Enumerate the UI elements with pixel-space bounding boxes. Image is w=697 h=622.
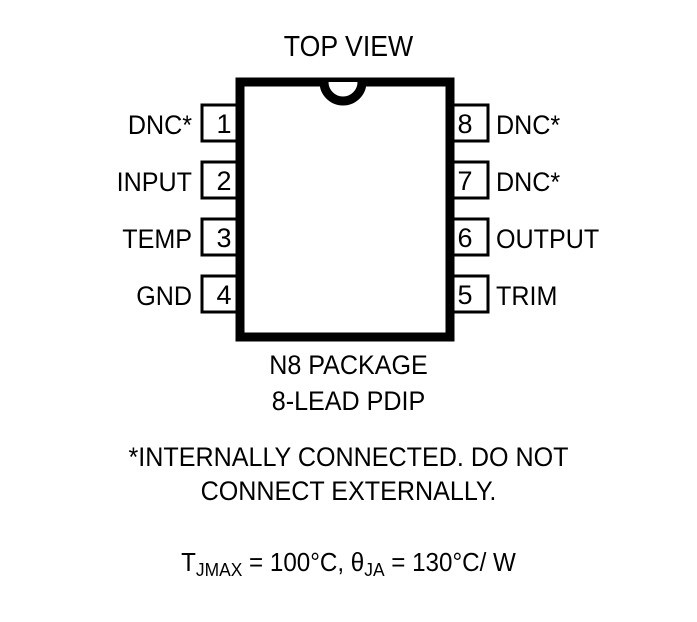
package-name-label: N8 PACKAGE: [269, 350, 428, 380]
pin-label-3: TEMP: [122, 224, 192, 254]
pin-label-5: TRIM: [496, 281, 558, 311]
package-type-label: 8-LEAD PDIP: [271, 386, 426, 416]
page-title: TOP VIEW: [283, 31, 414, 63]
pin-label-8: DNC*: [496, 110, 561, 140]
tjmax-subscript: JMAX: [195, 559, 243, 581]
pin-number-6: 6: [457, 223, 472, 253]
orientation-notch-icon: [319, 81, 367, 106]
pin-number-8: 8: [457, 109, 472, 139]
footnote-line-2: CONNECT EXTERNALLY.: [200, 476, 497, 506]
pin-number-2: 2: [216, 166, 231, 196]
pin-label-2: INPUT: [116, 167, 192, 197]
package-outline-drawing: 1 2 3 4 8 7 6 5: [200, 77, 490, 342]
pin-number-4: 4: [216, 280, 231, 310]
pin-number-5: 5: [457, 280, 472, 310]
pin-label-1: DNC*: [127, 110, 192, 140]
theta-subscript: JA: [364, 559, 385, 581]
theta-value: = 130°C/ W: [384, 547, 516, 577]
pin-label-7: DNC*: [496, 167, 561, 197]
thermal-spec-line: TJMAX = 100°C, θJA = 130°C/ W: [24, 549, 672, 580]
theta-symbol: θ: [350, 547, 365, 577]
pin-number-7: 7: [457, 166, 472, 196]
pin-label-6: OUTPUT: [496, 224, 600, 254]
tjmax-value: = 100°C,: [242, 547, 351, 577]
pin-number-group: 1 2 3 4 8 7 6 5: [216, 109, 472, 310]
package-body: [235, 77, 455, 342]
pin-number-1: 1: [216, 109, 231, 139]
pin-label-4: GND: [136, 281, 192, 311]
pin-number-3: 3: [216, 223, 231, 253]
footnote-line-1: *INTERNALLY CONNECTED. DO NOT: [128, 442, 569, 472]
tjmax-symbol: T: [181, 547, 196, 577]
